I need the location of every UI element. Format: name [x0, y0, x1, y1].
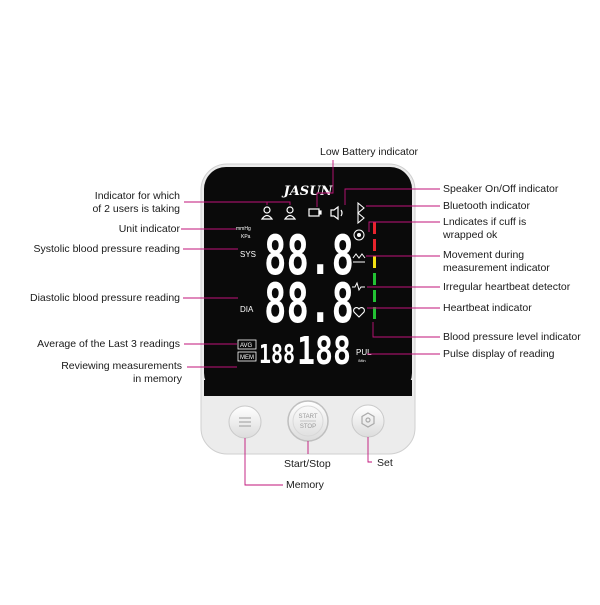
label-memory-review-1: Reviewing measurements — [61, 360, 182, 372]
bp-level-segment — [373, 273, 376, 285]
label-cuff-2: wrapped ok — [443, 229, 498, 241]
start-label: START — [298, 414, 317, 420]
pul-tag: PUL — [356, 348, 372, 357]
label-heartbeat: Heartbeat indicator — [443, 302, 532, 314]
avg-tag: AVG — [240, 343, 253, 349]
label-diastolic: Diastolic blood pressure reading — [30, 292, 180, 304]
label-start-stop: Start/Stop — [284, 458, 331, 470]
bp-level-segment — [373, 222, 376, 234]
bp-level-segment — [373, 290, 376, 302]
label-cuff-1: Lndicates if cuff is — [443, 216, 527, 228]
bp-level-bar — [373, 222, 376, 319]
label-bp-level: Blood pressure level indicator — [443, 331, 581, 343]
systolic-digits: 88.8 — [264, 224, 354, 287]
label-users-2: of 2 users is taking — [92, 203, 180, 215]
stop-label: STOP — [300, 424, 316, 430]
label-memory: Memory — [286, 479, 324, 491]
start-stop-button[interactable]: START STOP — [287, 400, 329, 442]
label-average: Average of the Last 3 readings — [37, 338, 180, 350]
bp-level-segment — [373, 256, 376, 268]
label-unit: Unit indicator — [118, 223, 180, 235]
label-irregular: Irregular heartbeat detector — [443, 281, 571, 293]
bluetooth-icon — [357, 201, 365, 225]
label-speaker: Speaker On/Off indicator — [443, 183, 559, 195]
battery-icon — [308, 208, 322, 217]
label-movement-2: measurement indicator — [443, 262, 550, 274]
label-bluetooth: Bluetooth indicator — [443, 200, 530, 212]
speaker-icon — [330, 205, 343, 221]
monitor-body — [200, 163, 416, 455]
dia-tag: DIA — [240, 305, 254, 314]
pulse-digits: 188 — [297, 329, 351, 373]
memory-digits: 188 — [259, 340, 295, 370]
diastolic-digits: 88.8 — [264, 272, 354, 335]
gear-icon — [361, 412, 375, 428]
label-pulse: Pulse display of reading — [443, 348, 555, 360]
bp-level-segment — [373, 307, 376, 319]
heartbeat-icon — [353, 307, 365, 318]
cuff-icon — [353, 229, 365, 241]
mem-tag: MEM — [240, 355, 254, 361]
label-users-1: Indicator for which — [94, 190, 180, 202]
irregular-heartbeat-icon — [352, 281, 365, 292]
memory-button[interactable] — [228, 405, 262, 439]
set-button[interactable] — [351, 404, 385, 438]
unit-mmhg: mmHg — [236, 226, 251, 232]
unit-kpa: KPa — [241, 234, 251, 240]
label-memory-review-2: in memory — [132, 373, 182, 385]
user-1-icon — [260, 206, 274, 220]
label-set: Set — [377, 457, 393, 469]
pul-unit: /Min — [358, 358, 366, 363]
sys-tag: SYS — [240, 250, 256, 259]
leader-lines — [181, 160, 440, 486]
bp-level-segment — [373, 239, 376, 251]
user-2-icon — [283, 206, 297, 220]
movement-icon — [352, 253, 366, 263]
label-movement-1: Movement during — [443, 249, 525, 261]
brand-logo: JASUN — [281, 184, 334, 199]
label-systolic: Systolic blood pressure reading — [33, 243, 181, 255]
label-low-battery: Low Battery indicator — [320, 146, 419, 158]
memory-icon — [239, 417, 251, 427]
